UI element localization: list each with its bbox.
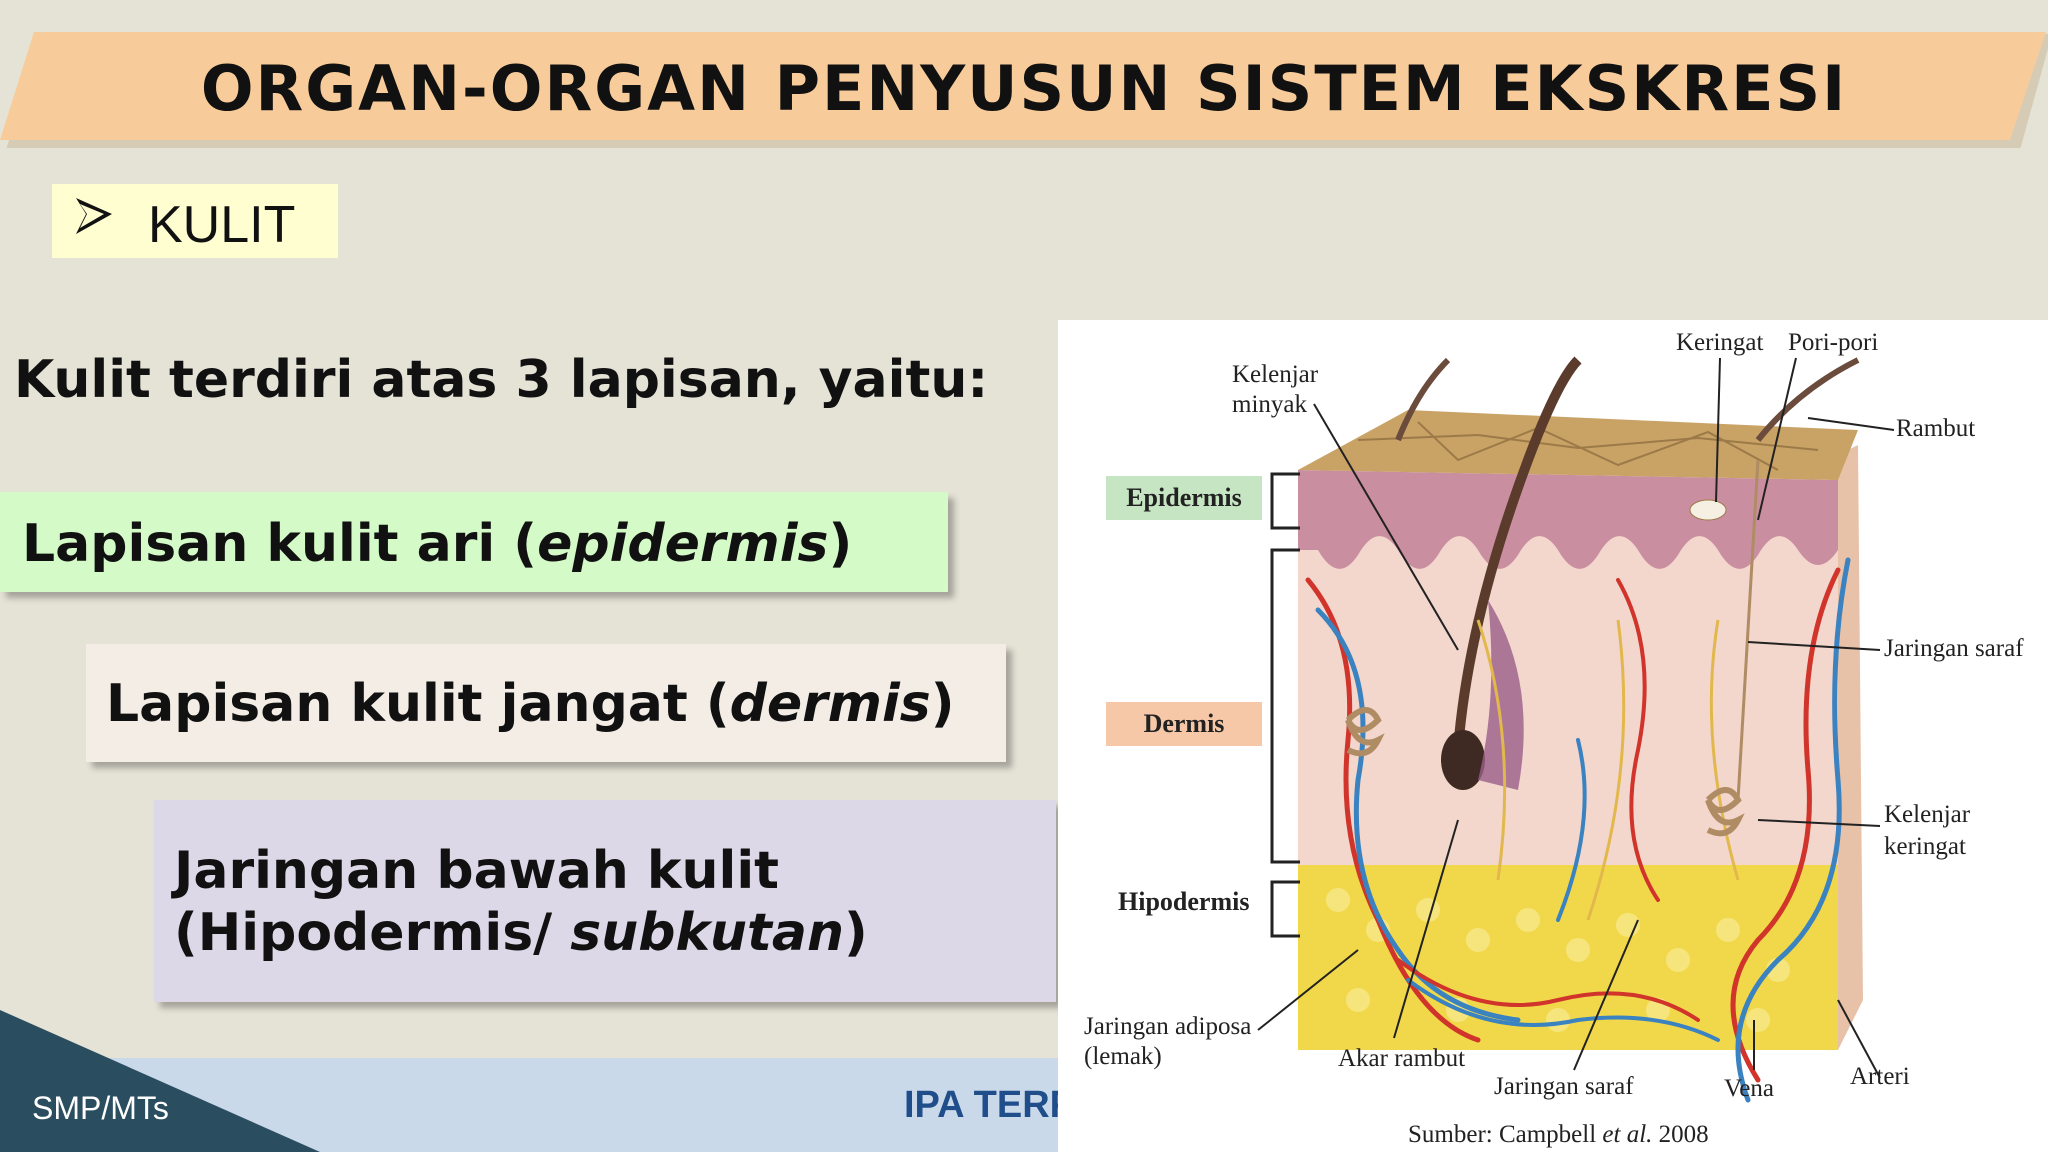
sweat-glands	[1345, 707, 1745, 837]
footer-subject-text: IPA TERPADU	[904, 1084, 1058, 1126]
intro-text: Kulit terdiri atas 3 lapisan, yaitu:	[14, 350, 989, 410]
layer-epidermis-box: Lapisan kulit ari (epidermis)	[0, 492, 948, 592]
dermis-layer	[1298, 520, 1838, 865]
epidermis-tag-label: Epidermis	[1126, 483, 1242, 512]
footer-level-text: SMP/MTs	[32, 1090, 169, 1126]
label-akar-rambut: Akar rambut	[1338, 1045, 1465, 1072]
label-jaringan-saraf-right: Jaringan saraf	[1884, 635, 2024, 662]
layer-epidermis-text: Lapisan kulit ari (epidermis)	[22, 514, 853, 574]
label-jaringan-adiposa-2: (lemak)	[1084, 1043, 1162, 1070]
footer-corner-shape	[0, 1010, 320, 1152]
label-kelenjar-minyak-2: minyak	[1232, 391, 1307, 418]
title-banner	[0, 32, 2048, 148]
label-keringat: Keringat	[1676, 329, 1764, 356]
label-rambut: Rambut	[1896, 415, 1975, 442]
epidermis-layer	[1298, 470, 1838, 569]
label-pori-pori: Pori-pori	[1788, 329, 1878, 356]
skin-diagram: Epidermis Dermis Hipodermis Kelenjar min…	[1058, 320, 2048, 1152]
epidermis-tag	[1106, 476, 1262, 520]
blood-vessels	[1305, 557, 1851, 1103]
label-kelenjar-keringat-1: Kelenjar	[1884, 801, 1971, 828]
hair-shaft	[1453, 356, 1582, 751]
layer-brackets	[1270, 472, 1300, 938]
dermis-tag	[1106, 702, 1262, 746]
source-caption: Sumber: Campbell et al. 2008	[1408, 1121, 1709, 1148]
layer-hipodermis-box: Jaringan bawah kulit (Hipodermis/ subkut…	[154, 800, 1056, 1002]
hipodermis-label: Hipodermis	[1118, 887, 1249, 916]
skin-diagram-svg: Epidermis Dermis Hipodermis Kelenjar min…	[1084, 329, 2024, 1148]
section-label: KULIT	[148, 196, 296, 254]
hair-follicle	[1441, 730, 1485, 790]
nerves	[1476, 619, 1740, 921]
layer-dermis-text: Lapisan kulit jangat (dermis)	[106, 674, 955, 734]
label-kelenjar-minyak-1: Kelenjar	[1232, 361, 1319, 388]
page-title: ORGAN-ORGAN PENYUSUN SISTEM EKSKRESI	[200, 52, 1848, 125]
arrow-bullet-icon	[76, 198, 112, 234]
label-jaringan-adiposa-1: Jaringan adiposa	[1084, 1013, 1251, 1040]
dermis-tag-label: Dermis	[1144, 709, 1225, 738]
section-label-box: KULIT	[52, 184, 338, 258]
layer-hipodermis-text: Jaringan bawah kulit (Hipodermis/ subkut…	[174, 841, 868, 963]
layer-dermis-box: Lapisan kulit jangat (dermis)	[86, 644, 1006, 762]
leader-lines	[1257, 357, 1895, 1079]
label-jaringan-saraf-bottom: Jaringan saraf	[1494, 1073, 1634, 1100]
label-vena: Vena	[1724, 1075, 1774, 1102]
label-kelenjar-keringat-2: keringat	[1884, 833, 1966, 860]
